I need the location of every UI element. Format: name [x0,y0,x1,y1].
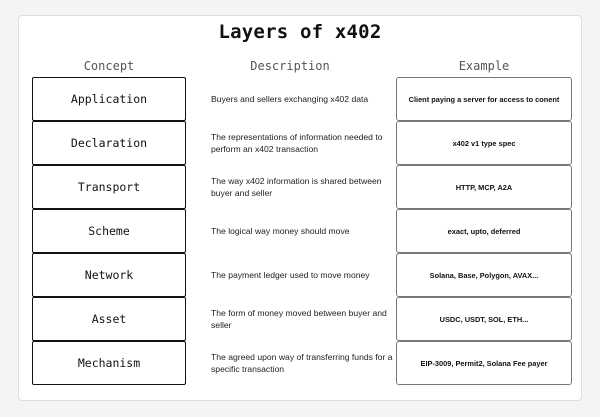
concept-box: Declaration [32,121,186,165]
layer-row-transport: Transport The way x402 information is sh… [0,165,600,209]
concept-box: Transport [32,165,186,209]
example-box: exact, upto, deferred [396,209,572,253]
description-text: The logical way money should move [211,226,350,236]
concept-box: Mechanism [32,341,186,385]
column-header-description: Description [250,59,330,73]
concept-box: Application [32,77,186,121]
layer-row-network: Network The payment ledger used to move … [0,253,600,297]
example-box: Solana, Base, Polygon, AVAX... [396,253,572,297]
concept-box: Network [32,253,186,297]
description-text: The agreed upon way of transferring fund… [211,352,393,374]
layer-row-mechanism: Mechanism The agreed upon way of transfe… [0,341,600,385]
example-box: x402 v1 type spec [396,121,572,165]
diagram-title: Layers of x402 [218,21,382,43]
example-box: EIP-3009, Permit2, Solana Fee payer [396,341,572,385]
layer-row-asset: Asset The form of money moved between bu… [0,297,600,341]
description-text: The representations of information neede… [211,132,383,154]
example-box: USDC, USDT, SOL, ETH... [396,297,572,341]
layer-row-scheme: Scheme The logical way money should move… [0,209,600,253]
description-text: The way x402 information is shared betwe… [211,176,382,198]
example-box: Client paying a server for access to con… [396,77,572,121]
column-header-example: Example [458,59,510,73]
description-text: Buyers and sellers exchanging x402 data [211,94,369,104]
layer-row-application: Application Buyers and sellers exchangin… [0,77,600,121]
description-text: The form of money moved between buyer an… [211,308,387,330]
concept-box: Scheme [32,209,186,253]
example-box: HTTP, MCP, A2A [396,165,572,209]
layer-row-declaration: Declaration The representations of infor… [0,121,600,165]
description-text: The payment ledger used to move money [211,270,370,280]
concept-box: Asset [32,297,186,341]
column-header-concept: Concept [83,59,135,73]
